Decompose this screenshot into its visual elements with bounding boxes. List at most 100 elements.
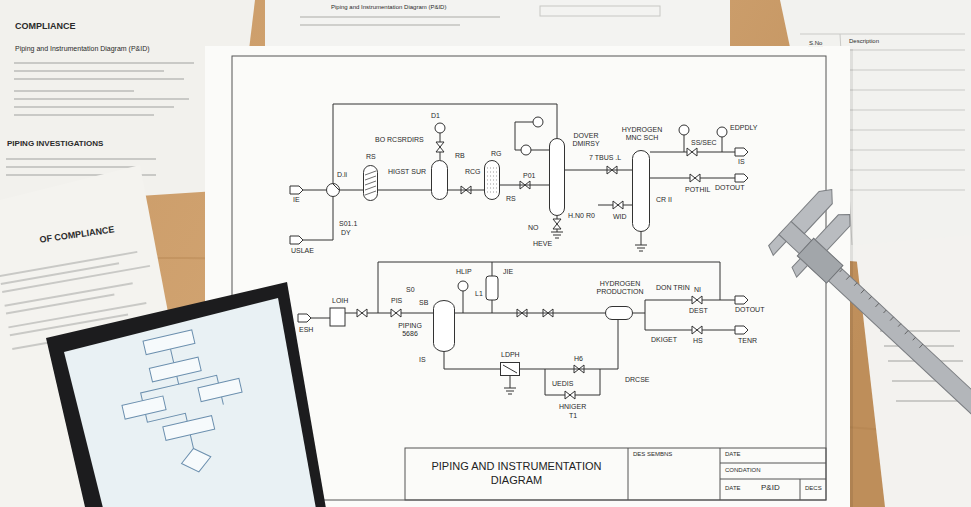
paper-bottom-right [896, 400, 966, 402]
paper-top-left [6, 166, 136, 168]
caliper [815, 209, 855, 251]
tag-label: WID [612, 213, 628, 221]
process-pipe [378, 190, 431, 191]
title-block-field: DATE [724, 485, 742, 492]
title-block [405, 448, 826, 500]
tag-label: NI [693, 286, 702, 294]
title-block-field: DES SEMBNS [632, 451, 673, 458]
paper-top-left [14, 106, 174, 108]
piping [330, 308, 345, 326]
paper-top-left [14, 90, 134, 92]
line-flags [735, 296, 748, 304]
caliper [766, 184, 971, 453]
caliper [797, 238, 843, 283]
caliper [779, 221, 971, 439]
paper-text: COMPLIANCE [14, 22, 77, 32]
paper-top-left [14, 78, 184, 80]
vessel-symbol: HYDROGEN MNC SCH [632, 150, 650, 232]
tag-label: RB [454, 152, 466, 160]
filter-box: LDPH [500, 362, 520, 376]
piping [303, 190, 326, 191]
tag-label: DEST [688, 307, 709, 315]
equipment-outline [550, 139, 565, 216]
line-flags [290, 148, 748, 334]
tablet [149, 357, 201, 382]
tablet [122, 396, 166, 419]
equipment-outline [433, 300, 455, 352]
tablet [163, 416, 215, 441]
equipment-outline [549, 138, 565, 216]
tag-label: DRCSE [624, 376, 651, 384]
heat-exchanger: RS [363, 165, 378, 201]
title-block-field: P&ID [760, 484, 781, 493]
paper-top-center [300, 16, 500, 18]
piping [311, 318, 330, 319]
line-flags [290, 186, 303, 194]
tag-label: T1 [568, 412, 578, 420]
tag-label: HLIP [455, 268, 473, 276]
title-block-field: DATE [724, 451, 742, 458]
title-block [405, 448, 826, 500]
valve-symbols [357, 142, 702, 399]
tag-label: JIE [502, 268, 514, 276]
instrument-bubbles [435, 123, 445, 133]
tag-label: EDPDLY [729, 124, 759, 132]
vessel-symbol: PIPING 5686 [433, 300, 455, 352]
valve-symbols [692, 326, 702, 334]
instrument-bubbles [435, 117, 727, 291]
reactor-vessel: RCG [484, 160, 500, 200]
equipment-tag: D.li [336, 171, 348, 179]
equipment-tag: PIPING 5686 [389, 322, 431, 337]
tag-label: POTHIL [684, 186, 711, 194]
tag-label: HEVE [532, 240, 553, 248]
piping [551, 216, 563, 238]
paper-bottom-right [855, 235, 971, 507]
paper-text: Description [848, 38, 880, 45]
valve-symbols [687, 148, 697, 156]
tag-label: DOTOUT [734, 306, 765, 314]
piping [635, 232, 647, 251]
tag-label: L1 [474, 290, 484, 298]
line-flags [298, 314, 311, 322]
vessel-symbol: HIGST SUR [431, 160, 448, 200]
tag-label: DKIGET [650, 336, 678, 344]
paper-top-left [14, 62, 194, 64]
equipment-outline [503, 365, 517, 373]
equipment-outline [484, 160, 500, 200]
tag-label: D1 [430, 112, 441, 120]
instrument-bubbles [717, 127, 727, 137]
equipment-outline [500, 362, 520, 376]
process-pipe [444, 352, 500, 369]
tag-label: IS [737, 158, 746, 166]
tag-label: S0 [405, 286, 416, 294]
tag-label: HS [692, 337, 704, 345]
valve-symbols [391, 309, 401, 317]
equipment-outline [485, 161, 500, 200]
line-flags [735, 326, 748, 334]
tag-label: NO [527, 224, 540, 232]
equipment-outline [633, 151, 650, 232]
tag-label: RG [490, 150, 503, 158]
equipment-outline [434, 301, 455, 352]
equipment-tag: HIGST SUR [387, 168, 427, 176]
tag-label: DON TRIN [655, 284, 691, 292]
paper-top-center [265, 0, 730, 46]
equipment-outline [333, 184, 339, 190]
tag-label: BO RCSRDIRS [374, 136, 425, 144]
valve-symbols [357, 309, 367, 317]
paper-text: S.No [808, 40, 823, 47]
equipment-outline [606, 307, 633, 320]
tag-label: P01 [522, 172, 536, 180]
paper-text: Piping and Instrumentation Diagram (P&ID… [14, 45, 151, 53]
title-block-field: DECS [804, 485, 823, 492]
equipment-tag: RCG [464, 168, 482, 176]
equipment-outline [363, 165, 378, 201]
valve-symbols [690, 174, 700, 182]
tablet [179, 445, 214, 475]
valve-symbols [565, 391, 575, 399]
tablet [143, 330, 195, 355]
tag-label: CR II [655, 196, 673, 204]
process-pipe [565, 170, 632, 171]
